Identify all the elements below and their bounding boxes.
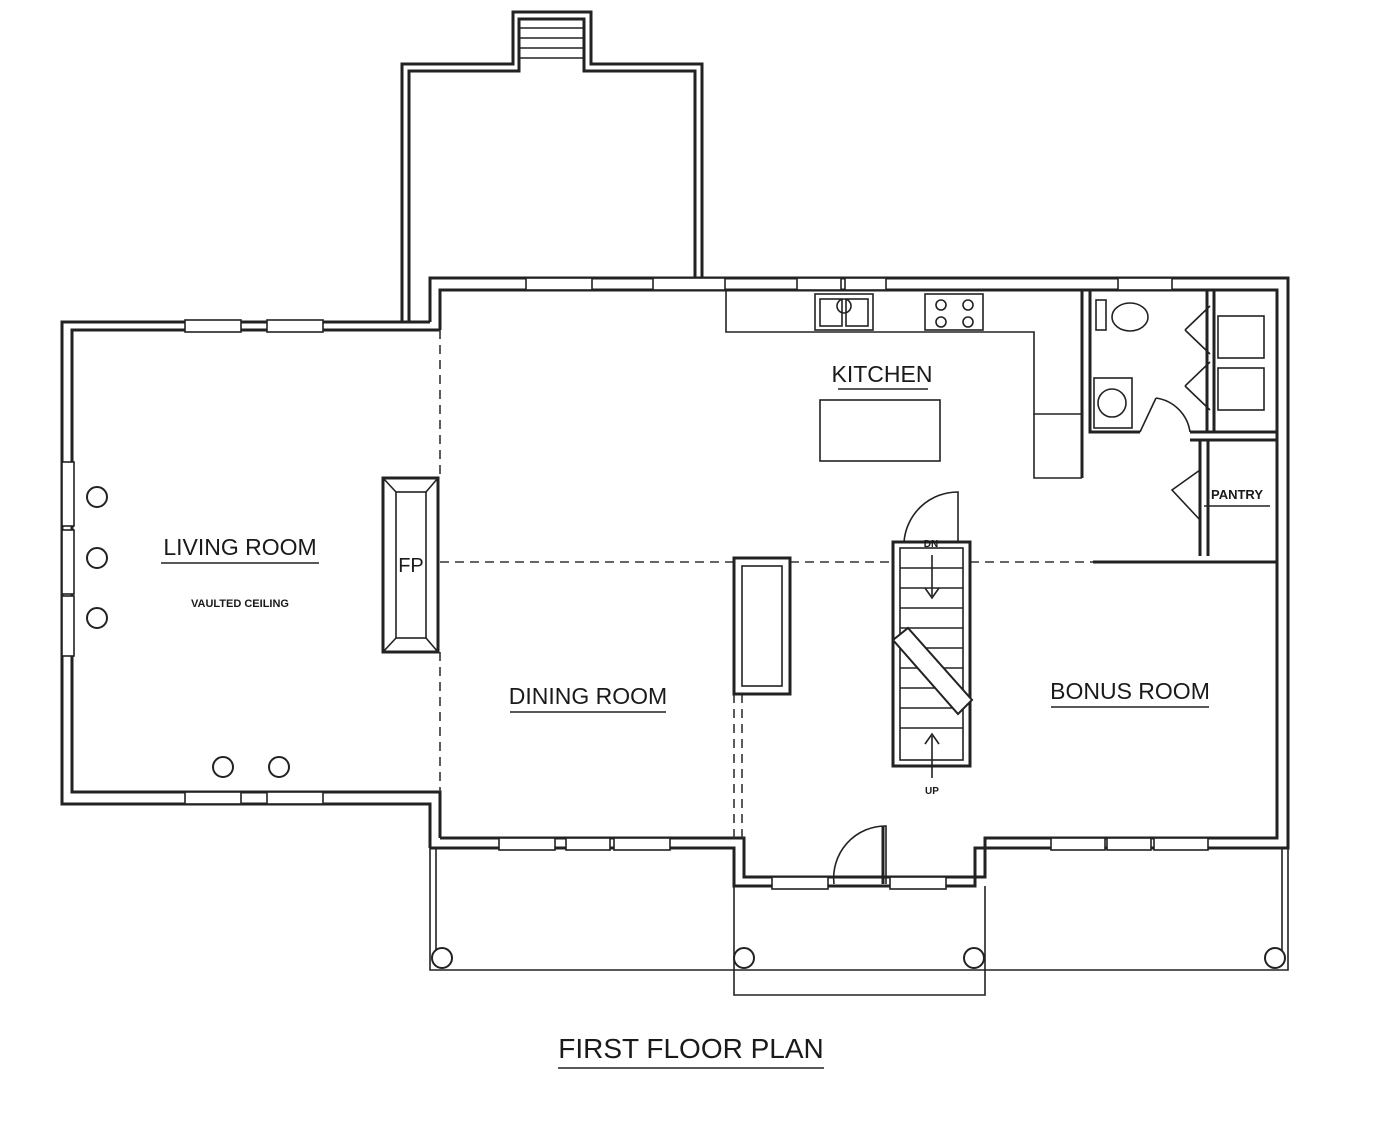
interior-column xyxy=(732,556,792,696)
rear-addition xyxy=(400,10,704,322)
stairs-down-label: DN xyxy=(924,539,938,550)
bonus-room-label: BONUS ROOM xyxy=(1050,678,1210,704)
rear-steps xyxy=(519,27,584,59)
service-rooms xyxy=(1080,290,1277,564)
living-room-label: LIVING ROOM xyxy=(163,534,316,560)
staircase xyxy=(891,491,974,778)
front-porch xyxy=(429,848,1289,996)
kitchen-island xyxy=(819,399,941,462)
pantry-label: PANTRY xyxy=(1211,487,1263,502)
plan-title: FIRST FLOOR PLAN xyxy=(558,1033,824,1064)
fireplace-label: FP xyxy=(398,555,424,577)
open-plan-divisions xyxy=(439,330,1093,838)
kitchen-counters xyxy=(725,290,1082,479)
exterior-walls xyxy=(60,276,1290,888)
vaulted-ceiling-note: VAULTED CEILING xyxy=(191,598,289,610)
windows xyxy=(61,277,1209,890)
kitchen-label: KITCHEN xyxy=(832,361,933,387)
dining-room-label: DINING ROOM xyxy=(509,683,667,709)
front-door xyxy=(832,825,887,885)
stairs-up-label: UP xyxy=(925,786,939,797)
fireplace xyxy=(381,476,440,654)
living-room-columns xyxy=(86,486,290,778)
